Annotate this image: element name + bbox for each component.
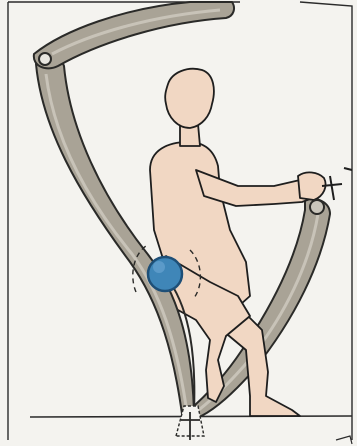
hip-joint bbox=[148, 257, 182, 291]
corner-mark bbox=[336, 436, 352, 444]
hand-pivot bbox=[310, 200, 324, 214]
figure-hand bbox=[298, 172, 326, 200]
top-left-pivot bbox=[39, 53, 51, 65]
hip-joint-shine bbox=[153, 261, 165, 273]
handle-marks bbox=[322, 168, 352, 200]
figure-head bbox=[165, 69, 214, 128]
